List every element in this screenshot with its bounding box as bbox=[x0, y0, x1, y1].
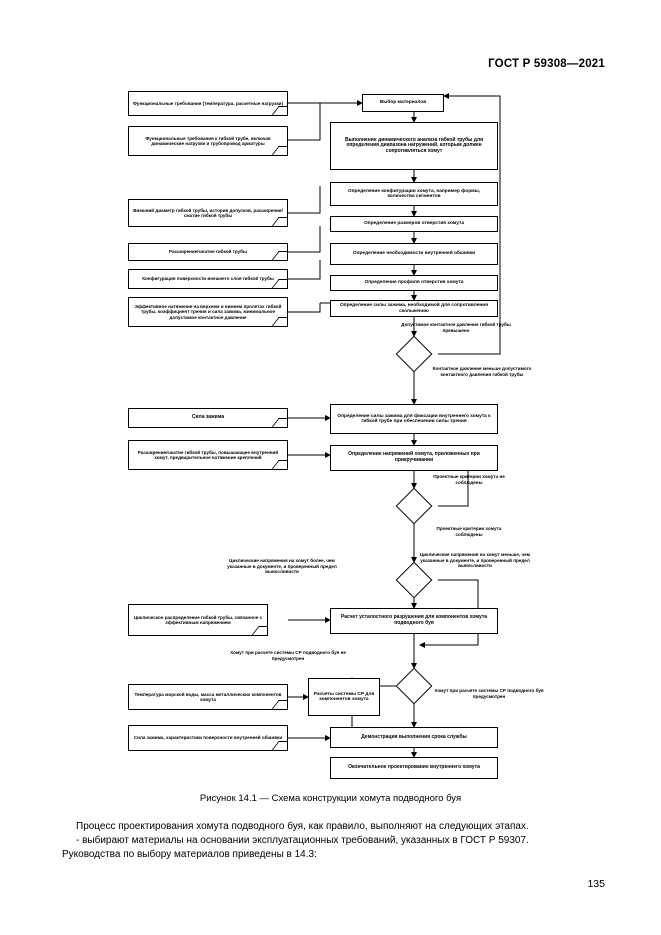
decision-label-no: Хомут при расчете системы СР подводного … bbox=[230, 650, 346, 661]
decision-label-yes: Проектные критерии хомута соблюдены bbox=[436, 526, 502, 537]
decision-label-yes: Контактное давление меньше допустимого к… bbox=[432, 366, 532, 377]
input-node: Сила зажима bbox=[128, 408, 288, 428]
body-line-3: Руководства по выбору материалов приведе… bbox=[62, 849, 317, 861]
input-node: Расширение/сжатие гибкой трубы, повышающ… bbox=[128, 440, 288, 470]
input-node: Сила зажима, характеристики поверхности … bbox=[128, 725, 288, 751]
process-node: Выбор материалов bbox=[362, 94, 444, 112]
process-node: Демонстрация выполнения срока службы bbox=[330, 727, 498, 748]
process-node: Определение напряжений хомута, приложенн… bbox=[330, 445, 498, 471]
input-node: Внешний диаметр гибкой трубы, история до… bbox=[128, 199, 288, 227]
body-line-2: - выбирают материалы на основании эксплу… bbox=[76, 835, 529, 847]
process-node: Определение размеров отверстия хомута bbox=[330, 216, 498, 232]
body-line-1: Процесс проектирования хомута подводного… bbox=[76, 821, 529, 832]
flowchart-connectors bbox=[288, 93, 501, 758]
input-node: Функциональные требования к гибкой трубе… bbox=[128, 126, 288, 156]
page-header: ГОСТ Р 59308—2021 bbox=[488, 58, 605, 70]
process-node: Расчеты системы СР для компонентов хомут… bbox=[308, 678, 380, 716]
process-node: Расчет усталостного разрушения для компо… bbox=[330, 608, 498, 634]
input-node: Циклическое распределение гибкой трубы, … bbox=[128, 604, 268, 636]
page-number: 135 bbox=[587, 878, 605, 890]
process-node: Определение необходимости внутренней обш… bbox=[330, 243, 498, 265]
body-text: Процесс проектирования хомута подводного… bbox=[62, 820, 611, 863]
decision-label-no: Циклические напряжения на хомут более, ч… bbox=[227, 558, 337, 574]
figure-caption: Рисунок 14.1 — Схема конструкции хомута … bbox=[199, 793, 462, 804]
decision-label-yes: Хомут при расчете системы СР подводного … bbox=[434, 688, 544, 699]
process-node: Определение конфигурации хомута, наприме… bbox=[330, 182, 498, 206]
process-node: Определение силы зажима, необходимой для… bbox=[330, 300, 498, 317]
process-node: Окончательное проектирование внутреннего… bbox=[330, 757, 498, 779]
input-node: Конфигурация поверхности внешнего слоя г… bbox=[128, 269, 288, 289]
input-node: Расширение/сжатие гибкой трубы bbox=[128, 243, 288, 261]
process-node: Определение силы зажима для фиксации вну… bbox=[330, 404, 498, 434]
input-node: Температура морской воды, масса металлич… bbox=[128, 684, 288, 710]
process-node: Выполнение динамического анализа гибкой … bbox=[330, 122, 498, 170]
process-node: Определение профиля отверстия хомута bbox=[330, 275, 498, 291]
decision-label-no: Допустимое контактное давление гибкой тр… bbox=[401, 322, 511, 333]
input-node: Эффективное натяжение на верхнем и нижне… bbox=[128, 297, 288, 327]
input-node: Функциональные требования (температура, … bbox=[128, 91, 288, 116]
flowchart-diagram: Функциональные требования (температура, … bbox=[128, 91, 544, 779]
decision-label-no: Проектные критерии хомута не соблюдены bbox=[433, 474, 505, 485]
decision-label-yes: Циклические напряжения на хомут меньше, … bbox=[419, 552, 531, 568]
